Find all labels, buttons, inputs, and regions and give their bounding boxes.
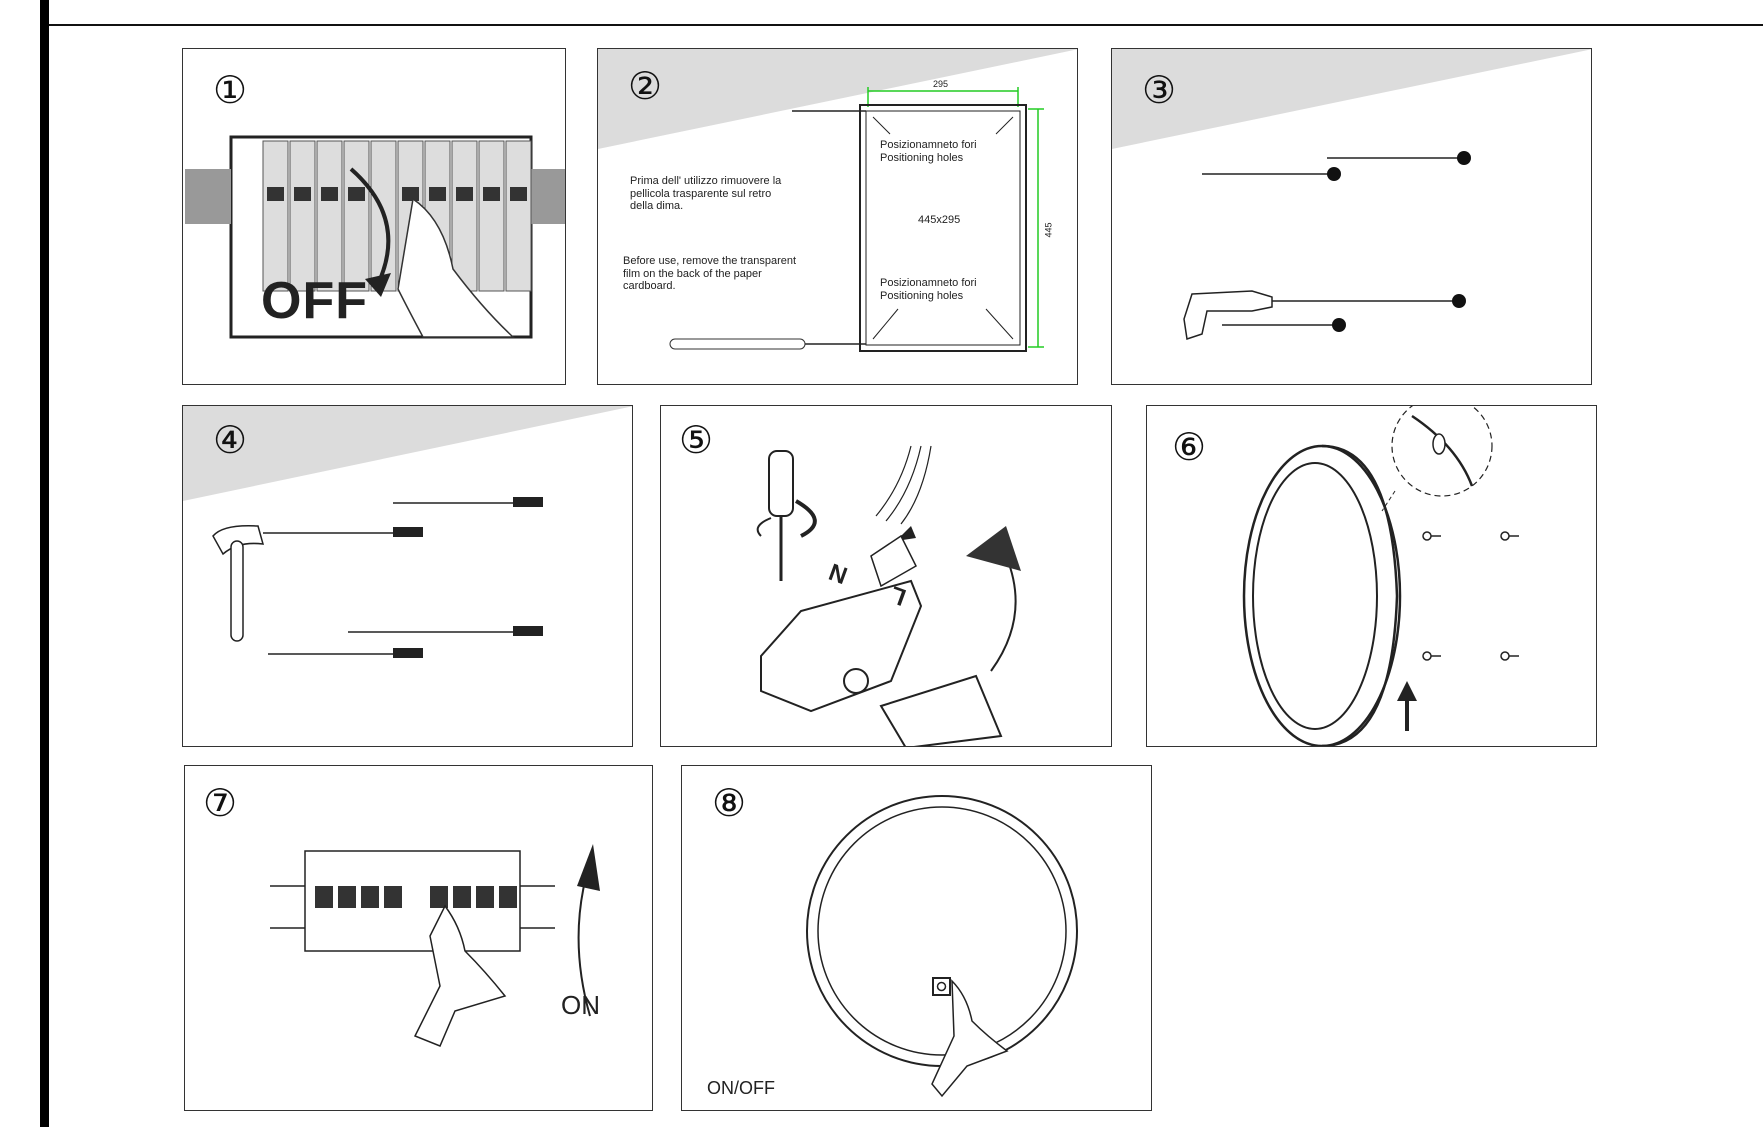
holes-label-bottom: Posizionamneto fori Positioning holes — [880, 277, 977, 302]
hammering-screws-illustration — [183, 406, 632, 658]
step-8-panel: ⑧ ON/OFF — [681, 765, 1152, 1111]
step-5-panel: ⑤ N L — [660, 405, 1112, 747]
step-2-number: ② — [628, 64, 663, 108]
on-label: ON — [561, 990, 600, 1020]
touch-button-icon — [932, 977, 951, 996]
mirror-hanging-illustration — [1242, 406, 1519, 746]
template-width-dimension: 295 — [933, 79, 949, 89]
template-height-dimension: 445 — [1043, 222, 1054, 238]
step-1-number: ① — [213, 68, 248, 112]
wiring-terminal-illustration — [756, 445, 1021, 746]
note-italian: Prima dell' utilizzo rimuovere la pellic… — [630, 175, 782, 212]
breaker-panel-illustration — [185, 135, 565, 339]
template-illustration — [598, 49, 1077, 352]
step-3-number: ③ — [1142, 68, 1177, 112]
step-4-number: ④ — [213, 418, 248, 462]
page-left-border — [40, 0, 49, 1127]
template-size-label: 445x295 — [918, 214, 961, 226]
step-7-number: ⑦ — [203, 781, 238, 825]
breaker-on-illustration — [270, 844, 600, 1047]
note-english: Before use, remove the transparent film … — [623, 255, 797, 292]
step-7-panel: ⑦ ON — [184, 765, 653, 1111]
on-off-label: ON/OFF — [707, 1078, 775, 1098]
step-6-panel: ⑥ — [1146, 405, 1597, 747]
step-3-panel: ③ — [1111, 48, 1592, 385]
mirror-on-off-illustration — [806, 795, 1078, 1098]
step-6-number: ⑥ — [1172, 425, 1207, 469]
page-top-rule — [49, 24, 1763, 26]
step-8-number: ⑧ — [712, 781, 747, 825]
drilling-illustration — [1112, 49, 1591, 340]
off-label: OFF — [261, 272, 368, 330]
step-1-panel: ① OFF — [182, 48, 566, 385]
step-2-panel: ② 295 445 Posizionamneto fori Positionin… — [597, 48, 1078, 385]
step-4-panel: ④ — [182, 405, 633, 747]
step-5-number: ⑤ — [679, 418, 714, 462]
holes-label-top: Posizionamneto fori Positioning holes — [880, 139, 977, 164]
